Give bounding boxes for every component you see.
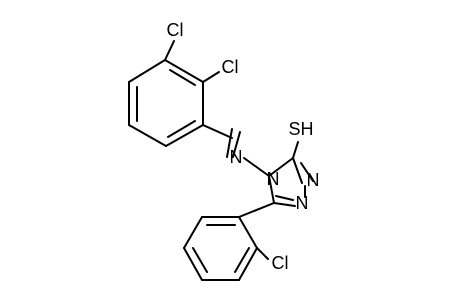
atom-n-imine: N (230, 147, 243, 167)
bond-ring1-a (164, 59, 204, 83)
bond-ring2-double-b (192, 247, 208, 273)
atom-sh: SH (288, 119, 313, 139)
bond-triazole-double-a (300, 162, 314, 182)
atom-cl-right: Cl (222, 57, 239, 77)
bond-ring1-d (128, 124, 167, 147)
bond-ring-to-ch (202, 124, 233, 139)
bond-sh (292, 141, 299, 159)
atom-cl-bottom: Cl (272, 253, 289, 273)
bond-cl-right (202, 71, 220, 83)
bond-cl-bottom (256, 247, 269, 260)
bond-ring2-f (238, 216, 258, 249)
bond-triazole-a (268, 157, 294, 177)
bond-triazole-c (273, 202, 296, 207)
bond-c-n-imine-b (232, 131, 241, 158)
bond-ring1-f (128, 59, 166, 83)
atom-n-ring-4: N (267, 169, 280, 189)
bond-imine-to-ring (243, 157, 270, 177)
atom-n-ring-1: N (307, 170, 320, 190)
bond-triazole-double-b (275, 195, 294, 201)
bond-ring1-double-a (169, 69, 196, 86)
bond-ring2-b (183, 216, 203, 249)
atom-cl-top: Cl (167, 20, 184, 40)
bond-ring2-c (183, 247, 203, 281)
bond-ring2-double-c (234, 247, 250, 273)
atom-n-ring-2: N (296, 193, 309, 213)
bond-ring1-c (165, 124, 204, 147)
bond-ring2-e (238, 247, 258, 281)
bond-triazole-d (268, 175, 275, 204)
bond-c-n-imine-a (226, 128, 233, 158)
bond-cl-top (164, 40, 175, 61)
bond-triazole-b (292, 157, 303, 184)
bond-triazole-to-phenyl (238, 202, 275, 218)
bond-ring1-double-b (167, 120, 196, 138)
